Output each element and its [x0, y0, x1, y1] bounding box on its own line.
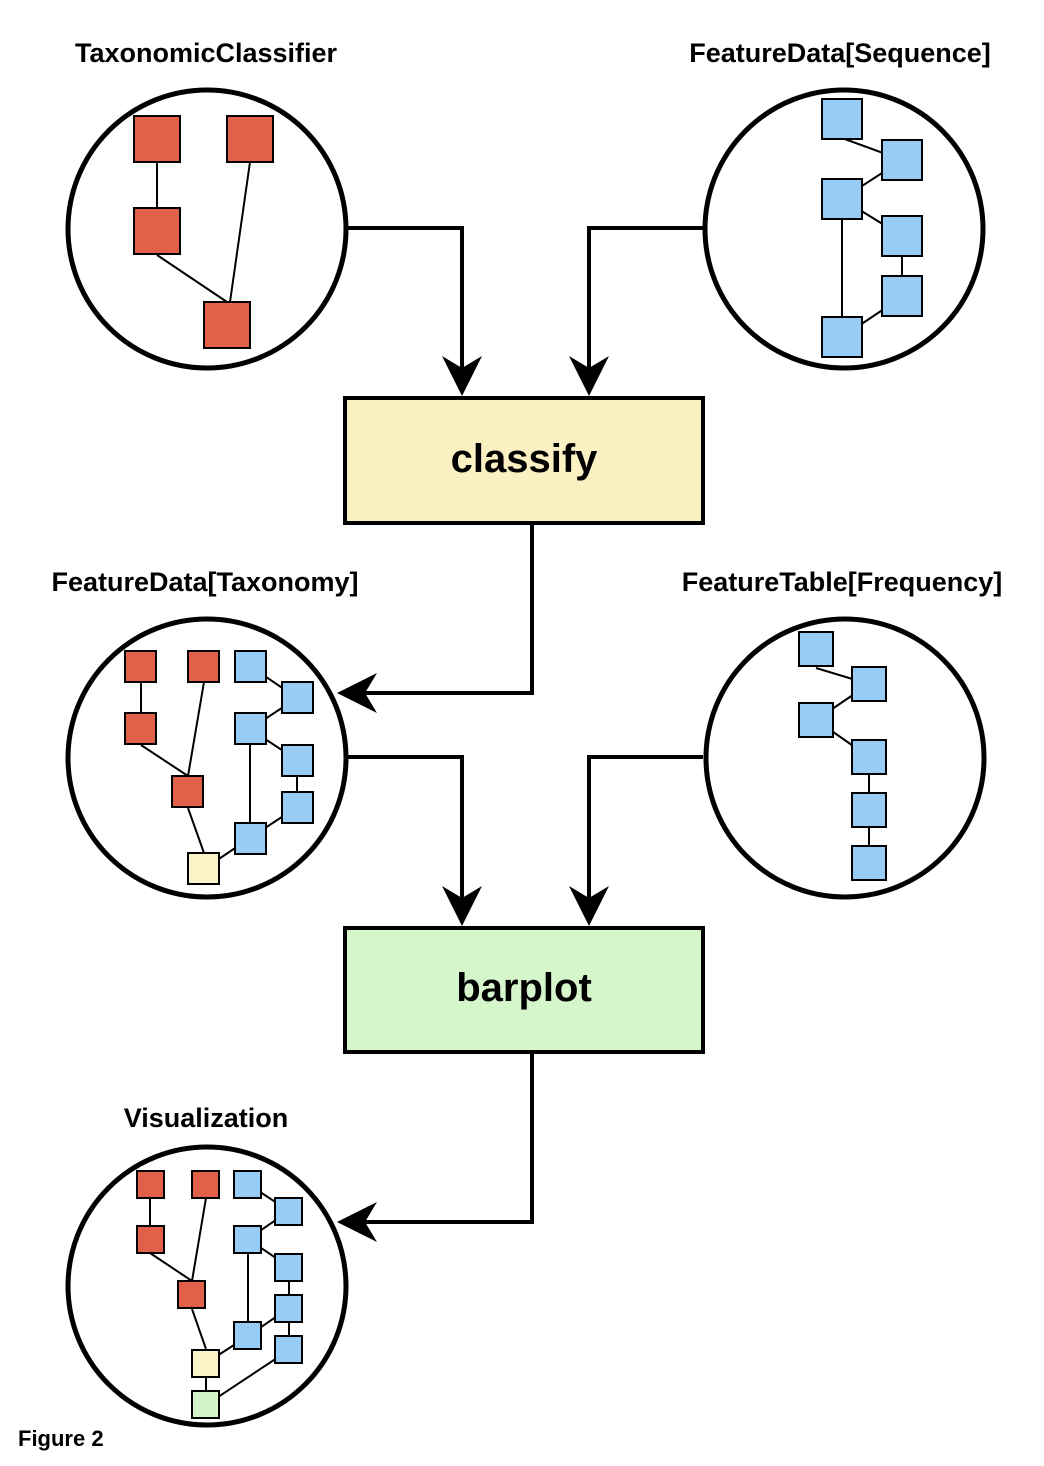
sequence-node — [881, 139, 923, 181]
taxonomy-node — [124, 712, 157, 745]
sequence-node — [274, 1197, 303, 1226]
taxonomy-node — [171, 775, 204, 808]
sequence-node — [281, 744, 314, 777]
taxonomy-node — [136, 1170, 165, 1199]
arrows — [337, 226, 703, 1242]
arrow-barplot-to-visualization — [337, 1054, 534, 1242]
figure-caption: Figure 2 — [18, 1426, 104, 1451]
barplot-box — [343, 926, 705, 1054]
arrow-classify-to-taxonomy — [337, 525, 534, 713]
visualization-artifact — [65, 1144, 349, 1428]
frequency-node — [798, 702, 834, 738]
frequency-node — [851, 845, 887, 881]
feature-table-frequency-title: FeatureTable[Frequency] — [682, 567, 1003, 597]
taxonomy-node — [203, 301, 251, 349]
sequence-node — [881, 275, 923, 317]
sequence-node — [234, 712, 267, 745]
sequence-node — [233, 1170, 262, 1199]
artifact-circle — [65, 616, 349, 900]
feature-data-taxonomy-title: FeatureData[Taxonomy] — [51, 567, 358, 597]
feature-data-taxonomy-artifact — [65, 616, 349, 900]
frequency-node — [851, 792, 887, 828]
taxonomy-node — [191, 1170, 220, 1199]
sequence-node — [281, 791, 314, 824]
visualization-title: Visualization — [124, 1103, 289, 1133]
taxonomy-node — [133, 207, 181, 255]
sequence-node — [233, 1321, 262, 1350]
feature-data-sequence-artifact — [702, 87, 986, 371]
taxonomy-node — [136, 1225, 165, 1254]
taxonomy-node — [226, 115, 274, 163]
sequence-node — [821, 98, 863, 140]
sequence-node — [233, 1225, 262, 1254]
taxonomy-node — [133, 115, 181, 163]
sequence-node — [821, 316, 863, 358]
frequency-node — [798, 631, 834, 667]
arrow-sequence-to-classify — [569, 226, 703, 396]
feature-data-sequence-title: FeatureData[Sequence] — [689, 38, 991, 68]
arrow-classifier-to-classify — [348, 226, 482, 396]
arrow-taxonomy-to-barplot — [348, 755, 482, 926]
feature-table-frequency-artifact — [703, 616, 987, 900]
taxonomic-classifier-title: TaxonomicClassifier — [75, 38, 338, 68]
taxonomy-node — [187, 650, 220, 683]
artifact-circle — [703, 616, 987, 900]
classify-result-node — [187, 852, 220, 885]
barplot-label: barplot — [456, 966, 592, 1010]
arrow-frequency-to-barplot — [569, 755, 703, 926]
taxonomic-classifier-artifact — [65, 87, 349, 371]
sequence-node — [281, 681, 314, 714]
frequency-node — [851, 739, 887, 775]
sequence-node — [881, 215, 923, 257]
barplot-action: barplot — [343, 926, 705, 1054]
sequence-node — [274, 1253, 303, 1282]
barplot-result-node — [191, 1390, 220, 1419]
sequence-node — [234, 650, 267, 683]
frequency-node — [851, 666, 887, 702]
classify-box — [343, 396, 705, 525]
sequence-node — [274, 1294, 303, 1323]
sequence-node — [234, 822, 267, 855]
classify-action: classify — [343, 396, 705, 525]
sequence-node — [821, 178, 863, 220]
sequence-node — [274, 1335, 303, 1364]
classify-result-node — [191, 1349, 220, 1378]
taxonomy-node — [177, 1280, 206, 1309]
taxonomy-node — [124, 650, 157, 683]
classify-label: classify — [451, 437, 599, 481]
